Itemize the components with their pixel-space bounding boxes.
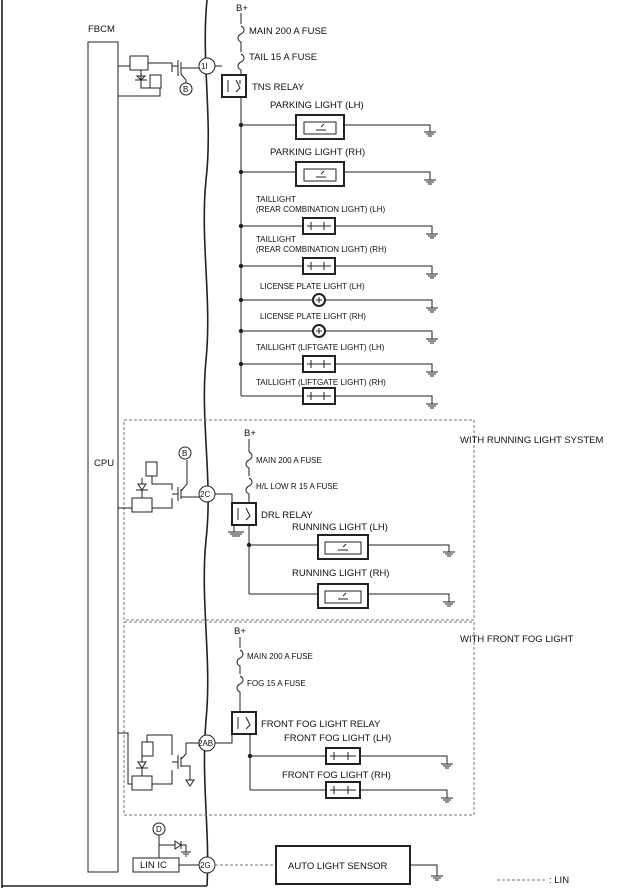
- fbcm-module: FBCM CPU: [1, 0, 210, 888]
- terminal-1i: 1I: [201, 62, 208, 71]
- fog-load-label-1: FRONT FOG LIGHT (LH): [284, 733, 391, 744]
- fog-load-label-2: FRONT FOG LIGHT (RH): [282, 770, 391, 781]
- tns-relay-label: TNS RELAY: [252, 82, 305, 93]
- auto-light-sensor-box: [275, 845, 411, 885]
- tns-load-label-5: TAILLIGHT: [256, 235, 296, 244]
- tns-supply: B+ MAIN 200 A FUSE TAIL 15 A FUSE TNS RE…: [221, 3, 327, 396]
- tns-loads: PARKING LIGHT (LH) PARKING LIGHT (RH) TA…: [238, 100, 438, 409]
- tns-load-label-9: TAILLIGHT (LIFTGATE LIGHT) (LH): [256, 343, 385, 352]
- terminal-b-2: B: [182, 449, 187, 458]
- drl-fuse-main: MAIN 200 A FUSE: [256, 456, 322, 465]
- terminal-2ab: 2AB: [198, 739, 213, 748]
- drl-section: WITH RUNNING LIGHT SYSTEM B 2C B+ MAIN 2…: [118, 419, 603, 621]
- drl-load-label-1: RUNNING LIGHT (LH): [292, 522, 388, 533]
- tns-load-label-10: TAILLIGHT (LIFTGATE LIGHT) (RH): [256, 378, 386, 387]
- tns-bplus: B+: [236, 3, 248, 14]
- tns-load-label-4: (REAR COMBINATION LIGHT) (LH): [256, 205, 386, 214]
- drl-fuse-hl: H/L LOW R 15 A FUSE: [256, 482, 338, 491]
- fog-section-title: WITH FRONT FOG LIGHT: [460, 634, 573, 645]
- fog-fuse-fog: FOG 15 A FUSE: [247, 679, 306, 688]
- tns-load-label-8: LICENSE PLATE LIGHT (RH): [260, 312, 366, 321]
- lin-circuit: D LIN IC 2G AUTO LIGHT SENSOR : LIN: [132, 822, 569, 886]
- tns-fuse-main: MAIN 200 A FUSE: [249, 26, 327, 37]
- auto-light-sensor-label: AUTO LIGHT SENSOR: [288, 861, 388, 872]
- tns-relay-box: [221, 74, 247, 98]
- terminal-d: D: [156, 825, 162, 834]
- lin-ic-label: LIN IC: [140, 860, 167, 871]
- terminal-2g: 2G: [200, 861, 211, 870]
- fbcm-label: FBCM: [88, 24, 115, 35]
- fog-relay-label: FRONT FOG LIGHT RELAY: [261, 719, 381, 730]
- drl-bplus: B+: [244, 428, 256, 439]
- tns-load-label-1: PARKING LIGHT (LH): [270, 100, 364, 111]
- fog-fuse-main: MAIN 200 A FUSE: [247, 652, 313, 661]
- drl-load-label-2: RUNNING LIGHT (RH): [292, 568, 389, 579]
- tns-driver: B 1I: [118, 55, 222, 97]
- fog-section: WITH FRONT FOG LIGHT 2AB B+ MAIN 200 A F…: [118, 621, 573, 816]
- lin-legend-label: : LIN: [549, 875, 569, 886]
- drl-relay-label: DRL RELAY: [261, 510, 313, 521]
- fog-bplus: B+: [234, 626, 246, 637]
- tns-fuse-tail: TAIL 15 A FUSE: [249, 52, 317, 63]
- terminal-2c: 2C: [200, 490, 210, 499]
- drl-section-title: WITH RUNNING LIGHT SYSTEM: [460, 435, 603, 446]
- tns-load-label-2: PARKING LIGHT (RH): [270, 147, 365, 158]
- tns-load-label-7: LICENSE PLATE LIGHT (LH): [260, 282, 365, 291]
- terminal-b-1: B: [183, 85, 188, 94]
- tns-load-label-3: TAILLIGHT: [256, 195, 296, 204]
- cpu-block: [87, 41, 119, 873]
- tns-load-label-6: (REAR COMBINATION LIGHT) (RH): [256, 245, 387, 254]
- cpu-label: CPU: [94, 458, 114, 469]
